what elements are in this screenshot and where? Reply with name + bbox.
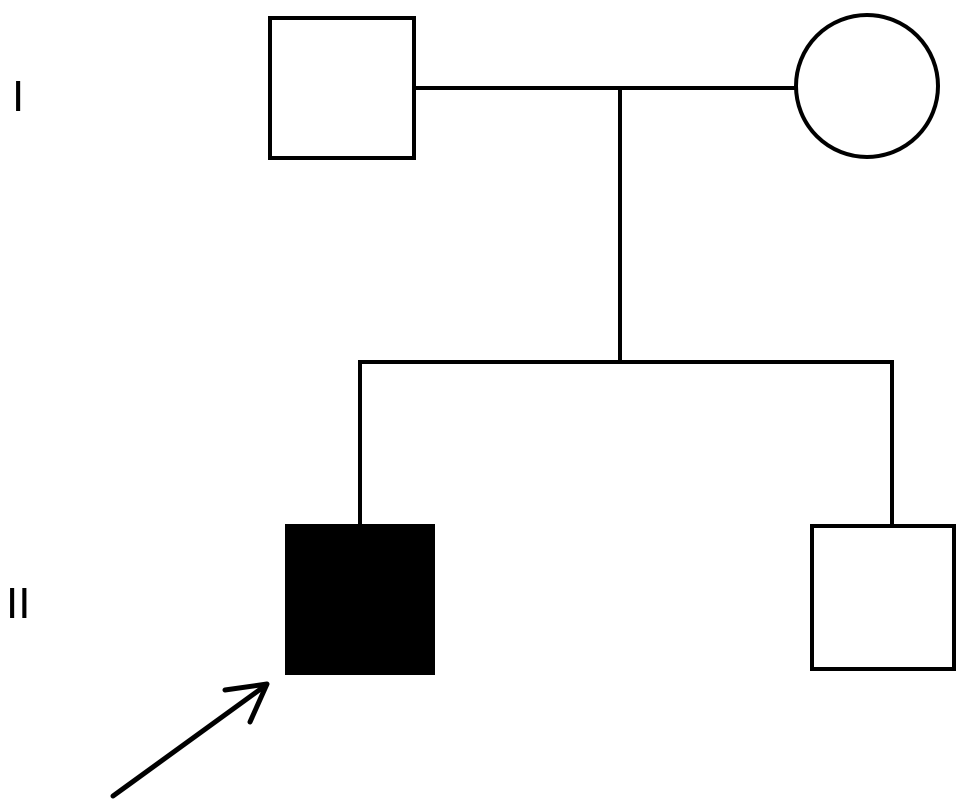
generation-label-I: I [12,72,24,121]
individual-II-2-male [810,524,956,671]
generation-label-II: II [6,579,30,628]
individual-I-2-female [794,13,940,159]
individual-I-1-male [268,16,416,160]
arrow-icon [110,681,270,799]
individual-II-1-affected-male [285,524,435,675]
